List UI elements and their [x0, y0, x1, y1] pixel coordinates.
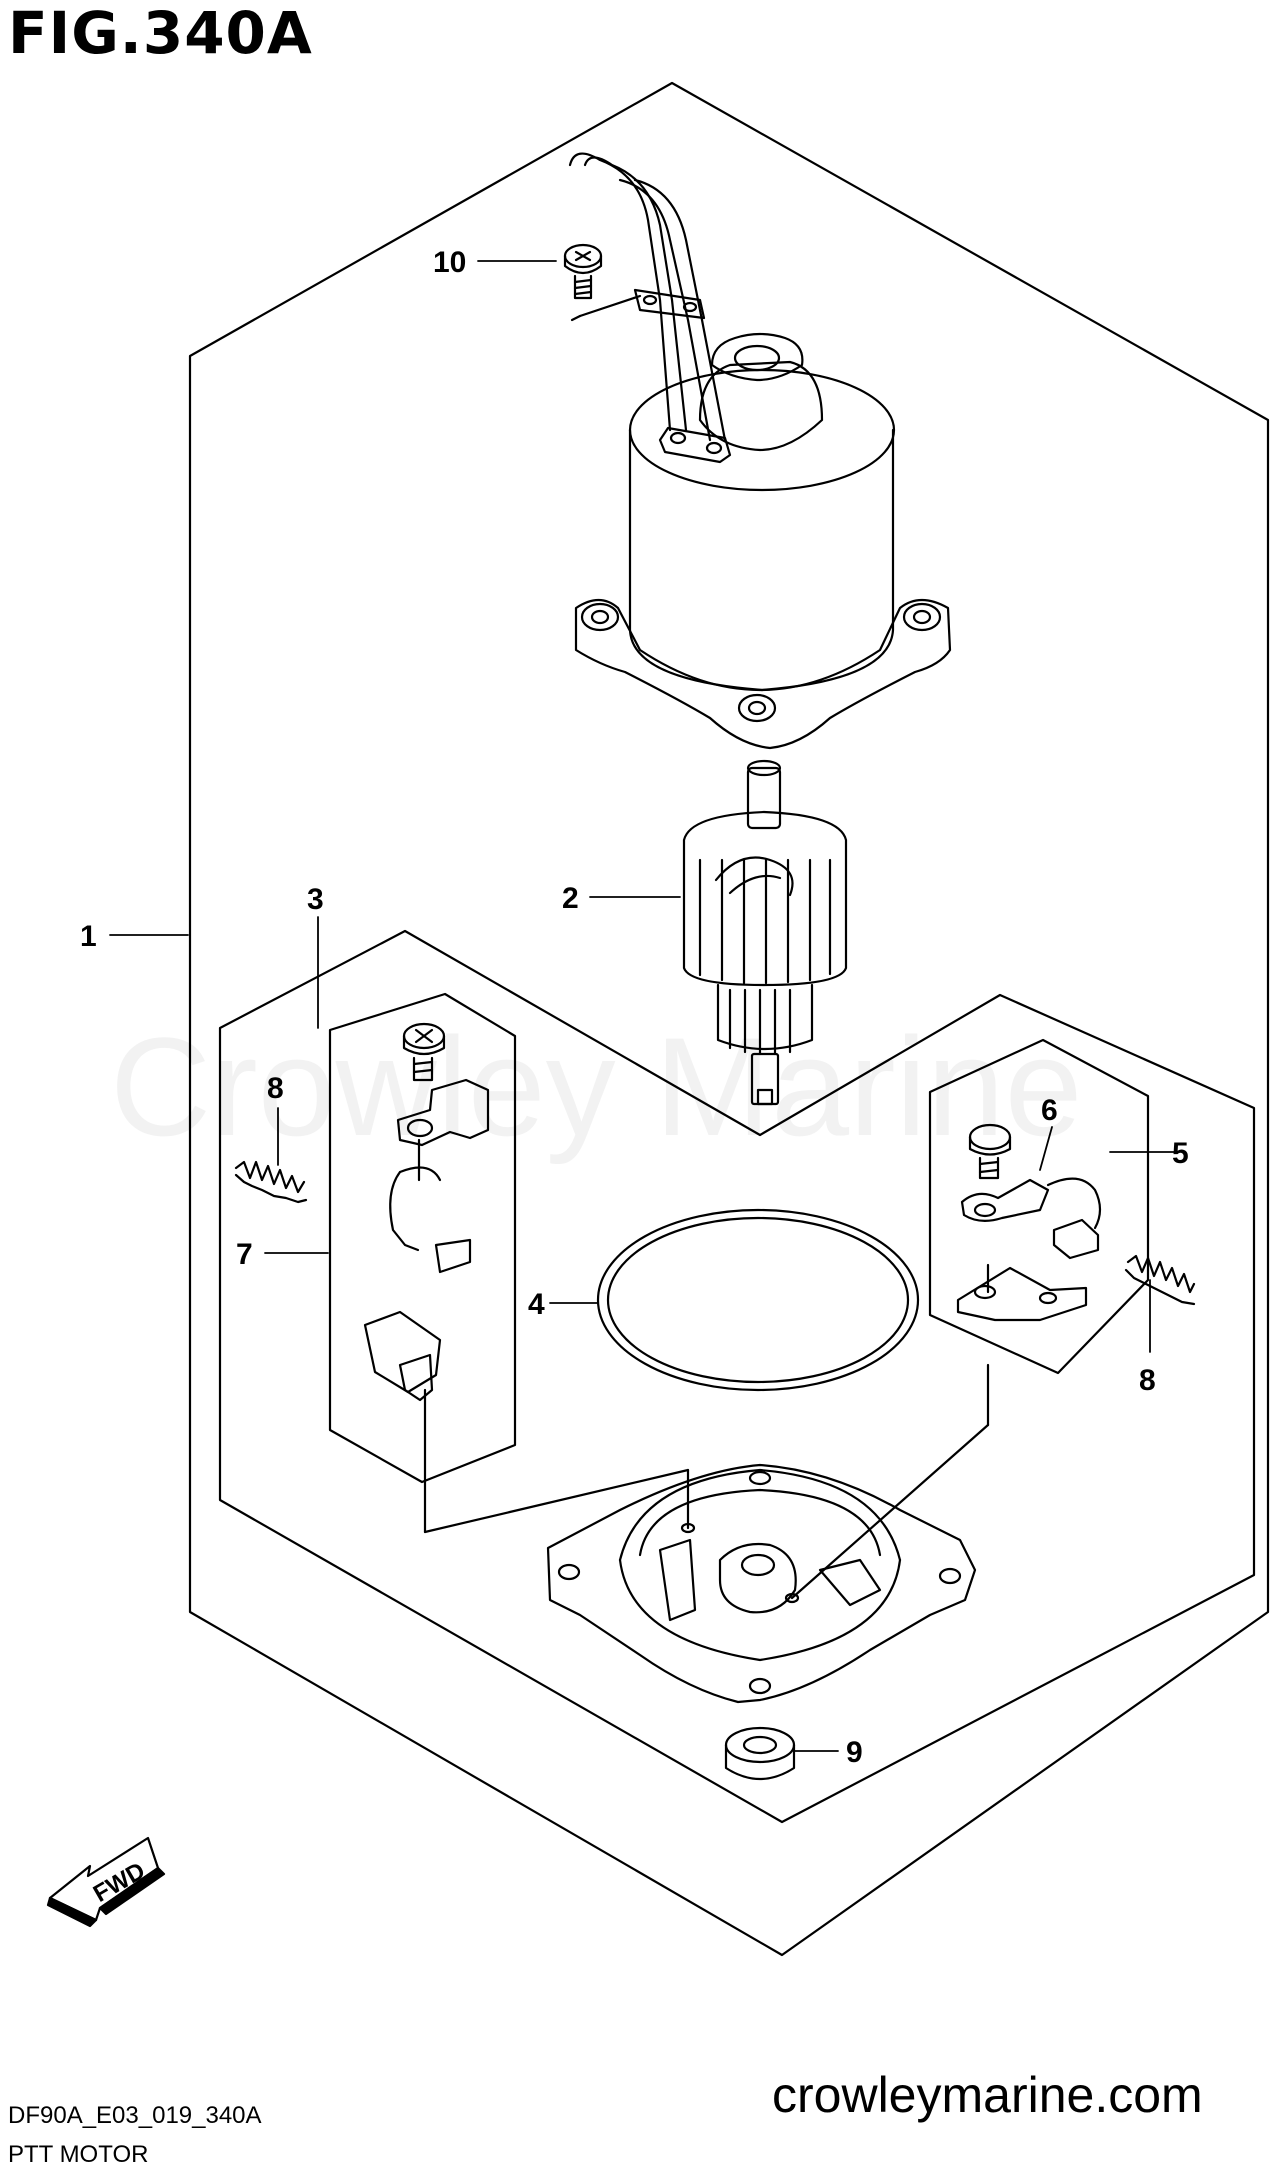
- spring-8-left: [234, 1160, 308, 1204]
- brush-5-parts: [956, 1123, 1102, 1322]
- callout-1: 1: [80, 920, 97, 953]
- figure-title: FIG.340A: [8, 0, 313, 67]
- watermark: Crowley Marine: [110, 1008, 1082, 1165]
- armature-2: [682, 759, 848, 1106]
- website-label: crowleymarine.com: [772, 2067, 1203, 2123]
- assembly-boundary-3: [218, 929, 1256, 1824]
- callout-8-left: 8: [267, 1072, 284, 1105]
- callout-7: 7: [236, 1238, 253, 1271]
- callout-leaders: [109, 260, 1176, 1752]
- callout-6: 6: [1041, 1094, 1058, 1127]
- callout-4: 4: [528, 1288, 545, 1321]
- motor-base: [546, 1463, 977, 1704]
- callout-8-right: 8: [1139, 1364, 1156, 1397]
- callout-5: 5: [1172, 1137, 1189, 1170]
- assembly-boundary-1: [188, 81, 1270, 1957]
- figure-subtitle: PTT MOTOR: [8, 2141, 149, 2168]
- lead-wires: [568, 152, 727, 442]
- motor-housing: [574, 332, 952, 750]
- callout-9: 9: [846, 1736, 863, 1769]
- brush-panel-5: [928, 1038, 1150, 1375]
- spring-8-right: [1124, 1254, 1196, 1306]
- callout-2: 2: [562, 882, 579, 915]
- callout-3: 3: [307, 883, 324, 916]
- fwd-arrow-icon: FWD: [46, 1836, 166, 1928]
- callout-10: 10: [433, 246, 466, 279]
- brush-7-parts: [363, 1022, 490, 1402]
- o-ring-4: [596, 1208, 920, 1392]
- washer-9: [724, 1726, 796, 1780]
- assembly-lines: [417, 294, 990, 1600]
- screw-10: [563, 243, 603, 300]
- figure-code: DF90A_E03_019_340A: [8, 2102, 262, 2129]
- brush-panel-7: [328, 992, 517, 1484]
